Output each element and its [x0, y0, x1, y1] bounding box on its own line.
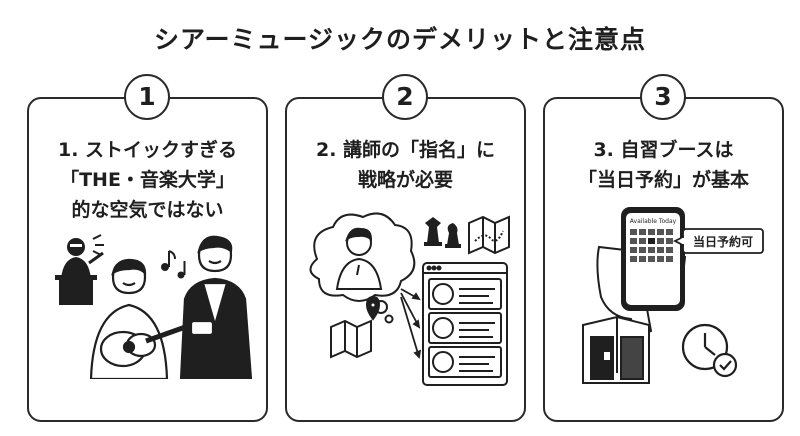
teacher-profile-list [422, 262, 508, 386]
booking-illustration: Available Today 当日予約可 [582, 207, 764, 384]
card-heading-line: 「当日予約」が基本 [577, 169, 749, 191]
phone-header-text: Available Today [630, 218, 677, 225]
page-title: シアーミュージックのデメリットと注意点 [153, 25, 646, 54]
map-icon [468, 215, 510, 255]
card-practice-booth: 3. 自習ブースは 「当日予約」が基本 Available Today 当日予約… [543, 97, 784, 422]
step-number-1: 1 [124, 74, 170, 120]
card-heading: 1. ストイックすぎる 「THE・音楽大学」 的な空気ではない [29, 135, 266, 225]
clock-check-icon [681, 323, 738, 378]
svg-text:当日予約可: 当日予約可 [693, 234, 753, 249]
smartphone-icon: Available Today [621, 207, 685, 311]
card-teacher-nomination: 2. 講師の「指名」に 戦略が必要 [285, 97, 526, 422]
selection-arrows [400, 288, 422, 359]
thought-bubble-icon [309, 212, 416, 324]
card-heading: 2. 講師の「指名」に 戦略が必要 [287, 135, 524, 195]
thinking-person-icon [335, 227, 383, 290]
step-number-3: 3 [640, 74, 686, 120]
card-heading-line: 的な空気ではない [71, 199, 224, 221]
card-heading-line: 3. 自習ブースは [593, 139, 734, 161]
chess-pieces-icon [424, 217, 461, 248]
card-heading-line: 「THE・音楽大学」 [60, 169, 235, 191]
practice-booth-icon [582, 315, 650, 384]
step-number-2: 2 [382, 74, 428, 120]
calendar-grid [630, 229, 673, 262]
card-heading-line: 1. ストイックすぎる [57, 139, 238, 161]
teacher-selection-illustration [309, 212, 510, 386]
same-day-booking-callout: 当日予約可 [672, 228, 764, 254]
student-guitarist-icon [89, 258, 192, 379]
card-heading-line: 戦略が必要 [357, 169, 453, 191]
card-heading-line: 2. 講師の「指名」に [315, 139, 496, 161]
strict-teacher-icon [55, 234, 104, 305]
card-strict-atmosphere: 1. ストイックすぎる 「THE・音楽大学」 的な空気ではない [27, 97, 268, 422]
guitar-lesson-illustration [55, 234, 253, 379]
card-heading: 3. 自習ブースは 「当日予約」が基本 [545, 135, 782, 195]
teacher-icon [179, 235, 253, 379]
map-pin-icon [330, 295, 381, 359]
music-notes-icon [161, 250, 186, 279]
